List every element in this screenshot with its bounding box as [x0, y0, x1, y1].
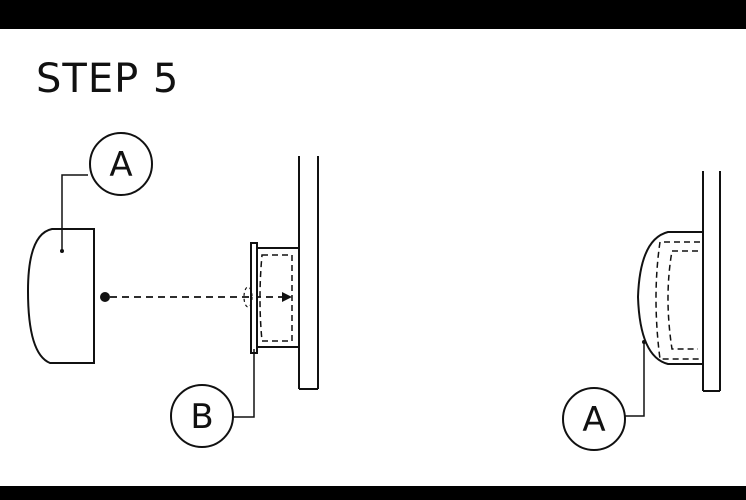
- callout-a-left-label: A: [109, 145, 132, 185]
- callout-a-left-circle: [89, 132, 153, 196]
- assembled-hidden-inner: [667, 250, 698, 350]
- part-b-hidden-hole: [243, 286, 253, 308]
- part-b-hidden-outline: [259, 254, 293, 342]
- part-a-cover: [26, 228, 95, 364]
- leader-a-left: [61, 174, 88, 251]
- top-black-bar: [0, 0, 746, 29]
- callout-a-right-label: A: [582, 400, 605, 440]
- callout-b-label: B: [190, 397, 213, 437]
- callout-a-right-circle: [562, 387, 626, 451]
- arrow-start-dot: [100, 292, 110, 302]
- step-title: STEP 5: [36, 56, 180, 102]
- leader-a-right: [625, 342, 645, 417]
- instruction-canvas: STEP 5: [0, 29, 746, 486]
- assembled-cover: [636, 231, 704, 365]
- bottom-black-bar: [0, 486, 746, 500]
- assembly-diagram: A B A: [26, 132, 721, 451]
- assembly-arrowhead: [282, 292, 292, 302]
- assembled-hidden-outer: [655, 241, 700, 360]
- leader-b: [233, 349, 255, 418]
- callout-b-circle: [170, 384, 234, 448]
